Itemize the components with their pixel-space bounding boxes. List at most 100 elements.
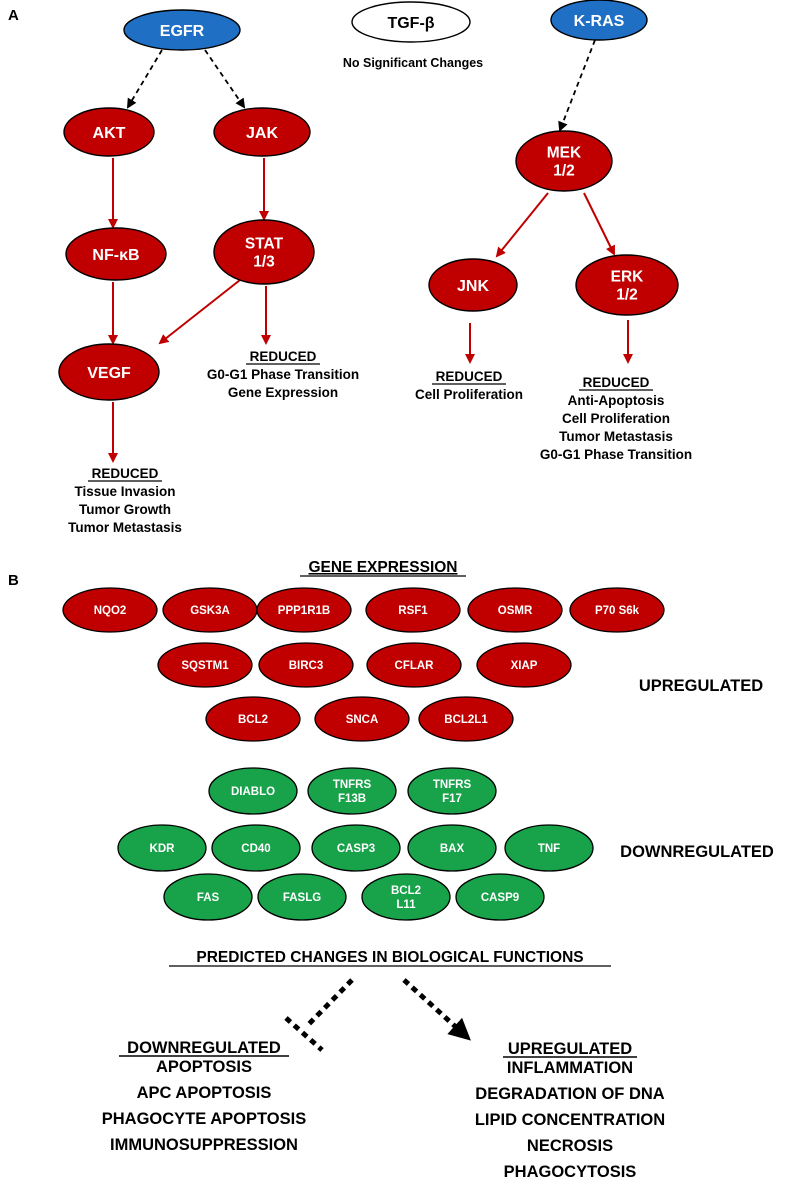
downregulated-gene-shape <box>163 873 253 921</box>
outcome-erk-line-4: G0-G1 Phase Transition <box>540 447 692 462</box>
upregulated-gene-label: P70 S6k <box>595 605 640 617</box>
upregulated-gene-shape <box>467 587 563 633</box>
node-kras-shape <box>550 0 648 41</box>
upregulated-gene: RSF1 <box>365 587 461 633</box>
predicted-down-item: IMMUNOSUPPRESSION <box>110 1136 298 1154</box>
upregulated-gene-label: BCL2L1 <box>444 714 488 726</box>
tgfb-note: No Significant Changes <box>343 56 483 70</box>
outcome-vegf-line-1: Tissue Invasion <box>74 484 175 499</box>
predicted-down-item: APOPTOSIS <box>156 1058 252 1076</box>
downregulated-gene-label: DIABLO <box>231 786 275 798</box>
outcome-jnk-line-1: Cell Proliferation <box>415 387 523 402</box>
upregulated-label: UPREGULATED <box>639 677 763 695</box>
node-kras: K-RAS <box>550 0 648 41</box>
upregulated-gene-label: NQO2 <box>94 605 127 617</box>
predicted-up-item: INFLAMMATION <box>507 1059 633 1077</box>
downregulated-gene-shape <box>208 767 298 815</box>
downregulated-gene-shape <box>455 873 545 921</box>
upregulated-gene: XIAP <box>476 642 572 688</box>
upregulated-gene: OSMR <box>467 587 563 633</box>
node-mek-label-line-1: MEK <box>547 145 582 162</box>
upregulated-gene: CFLAR <box>366 642 462 688</box>
outcome-erk-heading: REDUCED <box>583 375 650 390</box>
node-mek-shape <box>515 130 613 192</box>
node-vegf: VEGF <box>58 343 160 401</box>
node-nfkb-shape <box>65 227 167 281</box>
upregulated-gene-shape <box>569 587 665 633</box>
downregulated-gene-label-line-1: TNFRS <box>433 779 472 791</box>
predicted-up-item: LIPID CONCENTRATION <box>475 1111 665 1129</box>
node-jak: JAK <box>213 107 311 157</box>
node-tgfb-label: TGF-β <box>387 15 434 32</box>
node-jak-shape <box>213 107 311 157</box>
node-jak-label: JAK <box>246 125 278 142</box>
upregulated-gene-shape <box>476 642 572 688</box>
upregulated-gene-shape <box>205 696 301 742</box>
downregulated-gene-shape <box>311 824 401 872</box>
downregulated-gene: CASP9 <box>455 873 545 921</box>
downregulated-gene-label: TNF <box>538 843 560 855</box>
node-stat-label-line-2: 1/3 <box>253 254 275 271</box>
downregulated-gene-shape <box>407 824 497 872</box>
upregulated-gene: SQSTM1 <box>157 642 253 688</box>
downregulated-gene-label-line-1: BCL2 <box>391 885 421 897</box>
edge-mek-to-erk <box>583 192 615 256</box>
upregulated-gene: BCL2 <box>205 696 301 742</box>
node-jnk-shape <box>428 258 518 312</box>
upregulated-gene: NQO2 <box>62 587 158 633</box>
edge-mek-to-jnk <box>495 192 549 258</box>
downregulated-gene-shape <box>504 824 594 872</box>
upregulated-gene-label: XIAP <box>511 660 538 672</box>
downregulated-gene: CASP3 <box>311 824 401 872</box>
upregulated-gene-shape <box>256 587 352 633</box>
upregulated-gene-label: PPP1R1B <box>278 605 330 617</box>
predicted-up-item: PHAGOCYTOSIS <box>504 1163 637 1181</box>
outcome-vegf-heading: REDUCED <box>92 466 159 481</box>
downregulated-gene-shape <box>117 824 207 872</box>
predicted-down-heading: DOWNREGULATED <box>127 1039 281 1057</box>
inhibition-arrow-line <box>304 978 354 1029</box>
upregulated-gene: BIRC3 <box>258 642 354 688</box>
downregulated-gene: TNF <box>504 824 594 872</box>
upregulated-gene-label: SNCA <box>346 714 379 726</box>
upregulated-gene: SNCA <box>314 696 410 742</box>
downregulated-gene-shape <box>361 873 451 921</box>
inhibition-bar <box>284 1016 324 1052</box>
upregulated-gene: PPP1R1B <box>256 587 352 633</box>
panel-b-label: B <box>8 572 19 589</box>
predicted-up-item: NECROSIS <box>527 1137 613 1155</box>
node-jnk-label: JNK <box>457 278 489 295</box>
downregulated-gene: CD40 <box>211 824 301 872</box>
pathway-edges <box>108 39 633 463</box>
node-egfr-shape <box>123 9 241 51</box>
downregulated-gene-label: CD40 <box>241 843 270 855</box>
upregulated-gene-shape <box>418 696 514 742</box>
upregulated-gene-shape <box>157 642 253 688</box>
activation-arrow <box>402 978 471 1041</box>
upregulated-gene-shape <box>258 642 354 688</box>
upregulated-gene: GSK3A <box>162 587 258 633</box>
upregulated-gene-shape <box>314 696 410 742</box>
outcome-stat-line-1: G0-G1 Phase Transition <box>207 367 359 382</box>
node-mek-label-line-2: 1/2 <box>553 163 575 180</box>
node-stat-label-line-1: STAT <box>245 236 284 253</box>
downregulated-gene-label: KDR <box>150 843 176 855</box>
upregulated-gene-shape <box>365 587 461 633</box>
upregulated-gene: BCL2L1 <box>418 696 514 742</box>
panel-a-label: A <box>8 7 19 24</box>
edge-egfr-to-jak <box>204 49 246 109</box>
upregulated-gene-label: BCL2 <box>238 714 268 726</box>
node-erk-label-line-2: 1/2 <box>616 287 638 304</box>
downregulated-gene-label: CASP3 <box>337 843 375 855</box>
node-egfr: EGFR <box>123 9 241 51</box>
edge-stat-to-vegf <box>158 279 241 345</box>
